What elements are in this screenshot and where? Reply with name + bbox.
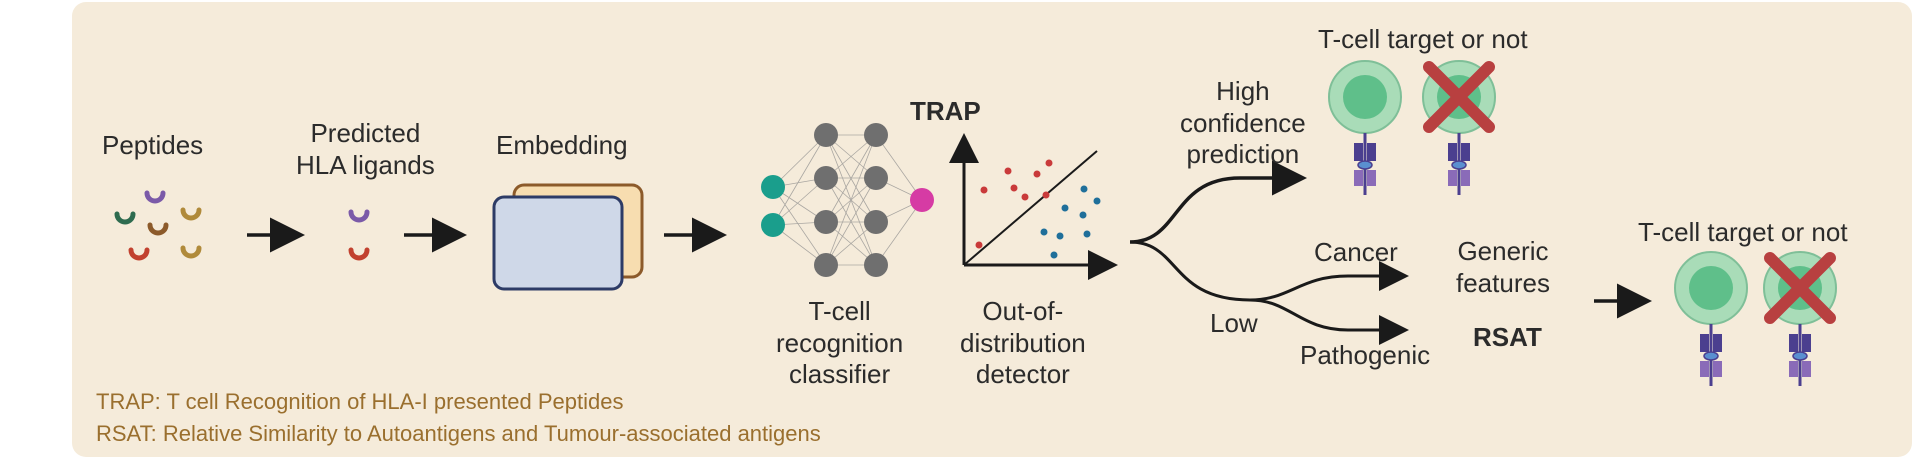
flow-arrows — [247, 217, 1652, 319]
t-cell-icon — [1763, 251, 1837, 386]
label-target-bottom: T-cell target or not — [1638, 217, 1848, 247]
peptides-icon — [114, 190, 202, 261]
scatter-plot-icon — [949, 133, 1118, 280]
label-trap: TRAP — [910, 96, 981, 126]
hidden-node — [864, 253, 888, 277]
label-low: Low — [1210, 308, 1258, 338]
hla-ligands-icon — [348, 209, 370, 261]
t-cell-icon — [1422, 60, 1496, 195]
label-cancer: Cancer — [1314, 237, 1398, 267]
cross-mark-icon — [1764, 252, 1836, 324]
network-edge — [825, 177, 877, 266]
hidden-node — [864, 210, 888, 234]
t-cell-icon — [1328, 60, 1402, 195]
label-embedding: Embedding — [496, 130, 628, 160]
cross-mark-icon — [1423, 61, 1495, 133]
network-edge — [772, 134, 827, 188]
footnote-trap: TRAP: T cell Recognition of HLA-I presen… — [96, 389, 624, 414]
network-edge — [772, 186, 827, 266]
network-edge — [825, 134, 877, 266]
t-cell-icon — [1674, 251, 1748, 386]
embedding-icon — [492, 183, 644, 291]
receptor-icon — [1354, 133, 1376, 195]
t-cells-group — [1328, 60, 1837, 386]
receptor-icon — [1700, 324, 1722, 386]
hidden-node — [814, 253, 838, 277]
output-node — [910, 188, 934, 212]
hidden-node — [814, 210, 838, 234]
network-edge — [875, 199, 923, 266]
receptor-icon — [1789, 324, 1811, 386]
diagram-panel — [72, 2, 1912, 457]
hidden-node — [864, 123, 888, 147]
neural-network-icon — [761, 123, 934, 277]
branch-arrows — [1129, 160, 1409, 345]
footnote-rsat: RSAT: Relative Similarity to Autoantigen… — [96, 421, 821, 446]
input-node — [761, 213, 785, 237]
network-edge — [825, 134, 877, 223]
hidden-node — [814, 166, 838, 190]
network-edge — [772, 134, 827, 226]
hidden-node — [814, 123, 838, 147]
label-target-top: T-cell target or not — [1318, 24, 1528, 54]
label-peptides: Peptides — [102, 130, 204, 160]
input-node — [761, 175, 785, 199]
label-pathogenic: Pathogenic — [1300, 340, 1431, 370]
network-edge — [875, 134, 923, 201]
receptor-icon — [1448, 133, 1470, 195]
label-rsat: RSAT — [1473, 322, 1542, 352]
hidden-node — [864, 166, 888, 190]
